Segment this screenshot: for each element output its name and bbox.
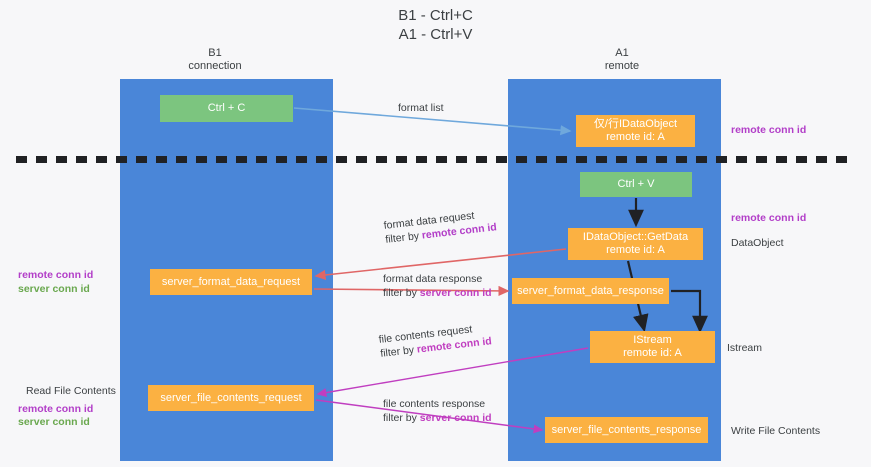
annotation-left-remote-conn-id: remote conn id <box>18 269 94 281</box>
box-ctrl-v[interactable]: Ctrl + V <box>580 172 692 197</box>
box-istream[interactable]: IStream remote id: A <box>590 331 715 363</box>
box-idataobject-subtitle: remote id: A <box>606 131 665 143</box>
box-server-file-contents-response[interactable]: server_file_contents_response <box>545 417 708 443</box>
column-header-a1-line2: remote <box>604 60 640 72</box>
box-server-format-data-response[interactable]: server_format_data_response <box>512 278 669 304</box>
annotation-right-remote-conn-id-top: remote conn id <box>731 124 807 136</box>
edge-label-file-contents-response-emphasis: server conn id <box>419 412 492 424</box>
edge-label-file-contents-request-prefix: filter by <box>379 343 418 360</box>
box-idataobject-getdata[interactable]: IDataObject::GetData remote id: A <box>568 228 703 260</box>
box-ctrl-c-label: Ctrl + C <box>207 102 246 114</box>
box-server-format-data-request-label: server_format_data_request <box>161 275 301 288</box>
edge-label-format-data-response: format data response filter by server co… <box>383 272 492 300</box>
box-ctrl-v-label: Ctrl + V <box>617 178 655 190</box>
annotation-left-remote-conn-id-2: remote conn id <box>18 403 94 415</box>
box-server-file-contents-request-label: server_file_contents_request <box>160 391 302 404</box>
edge-label-file-contents-response: file contents response filter by server … <box>383 397 492 425</box>
box-server-file-contents-request[interactable]: server_file_contents_request <box>148 385 314 411</box>
box-istream-title: IStream <box>633 334 672 346</box>
box-istream-subtitle: remote id: A <box>623 347 682 359</box>
column-header-b1-line1: B1 <box>208 47 222 59</box>
annotation-read-file-contents: Read File Contents <box>26 385 116 397</box>
edge-label-format-list: format list <box>398 102 444 114</box>
edge-label-format-data-response-emphasis: server conn id <box>419 287 492 299</box>
edge-label-file-contents-response-prefix: filter by <box>383 412 420 424</box>
edge-label-format-data-request-prefix: filter by <box>384 229 423 246</box>
page-title: B1 - Ctrl+C A1 - Ctrl+V <box>398 7 473 43</box>
box-getdata-title: IDataObject::GetData <box>582 231 689 243</box>
annotation-istream: Istream <box>727 342 763 354</box>
annotation-right-remote-conn-id-mid: remote conn id <box>731 212 807 224</box>
annotation-left-server-conn-id: server conn id <box>18 283 90 295</box>
box-idataobject[interactable]: 仅/行IDataObject remote id: A <box>576 115 695 147</box>
edge-label-format-data-request: format data request filter by remote con… <box>383 206 497 247</box>
annotation-left-server-conn-id-2: server conn id <box>18 416 90 428</box>
edge-label-file-contents-request: file contents request filter by remote c… <box>378 320 492 361</box>
box-server-format-data-request[interactable]: server_format_data_request <box>150 269 312 295</box>
edge-label-format-data-response-line2: filter by server conn id <box>383 286 492 300</box>
annotation-dataobject: DataObject <box>731 237 784 249</box>
edge-label-file-contents-response-line2: filter by server conn id <box>383 411 492 425</box>
edge-label-file-contents-response-line1: file contents response <box>383 398 486 410</box>
box-server-format-data-response-label: server_format_data_response <box>517 284 664 297</box>
box-server-file-contents-response-label: server_file_contents_response <box>551 423 702 436</box>
edge-label-format-data-response-line1: format data response <box>383 273 483 285</box>
column-header-b1-line2: connection <box>188 60 242 72</box>
annotation-write-file-contents: Write File Contents <box>731 425 821 437</box>
edge-label-format-data-response-prefix: filter by <box>383 287 420 299</box>
column-header-a1-line1: A1 <box>615 47 629 59</box>
box-getdata-subtitle: remote id: A <box>606 244 665 256</box>
box-ctrl-c[interactable]: Ctrl + C <box>160 95 293 122</box>
box-idataobject-title: 仅/行IDataObject <box>593 118 678 130</box>
